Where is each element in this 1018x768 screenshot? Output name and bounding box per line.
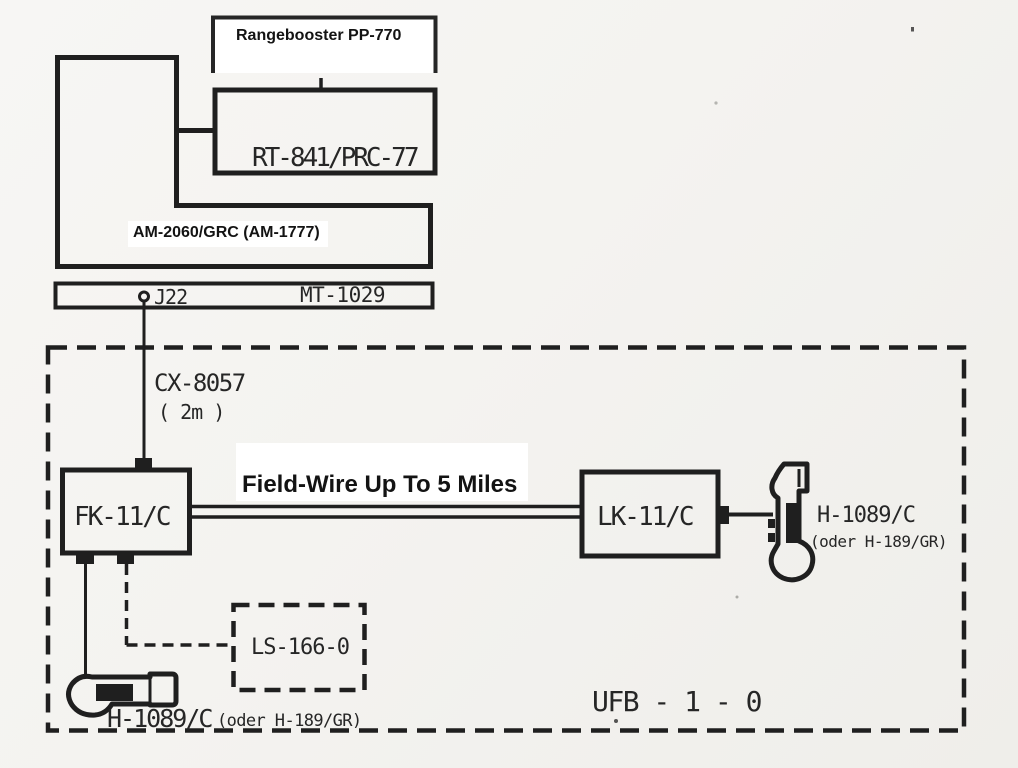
mount-label: MT-1029: [300, 283, 386, 307]
scan-speck: [911, 27, 914, 32]
scan-speck: [614, 719, 618, 723]
amplifier-label: AM-2060/GRC (AM-1777): [128, 221, 328, 247]
field-wire-label: Field-Wire Up To 5 Miles: [242, 471, 518, 498]
fk-top-connector: [135, 458, 152, 470]
right-handset-label: H-1089/C: [817, 503, 916, 528]
fk-bottom-connector-right: [117, 553, 134, 564]
cable-length-label: ( 2m ): [158, 400, 225, 424]
scan-speck: [735, 595, 739, 599]
fk-terminal-label: FK-11/C: [74, 502, 172, 532]
radio-label: RT-841/PRC-77: [252, 143, 419, 173]
field-wire-label-patch: [236, 443, 528, 501]
bottom-handset-ptt-switch: [96, 684, 133, 701]
lk-terminal-label: LK-11/C: [597, 502, 695, 532]
cable-label: CX-8057: [154, 369, 246, 397]
bottom-handset-icon: [66, 671, 179, 718]
lk-right-connector: [716, 506, 729, 524]
right-handset-alt-label: (oder H-189/GR): [810, 532, 948, 551]
amplifier-outline: [55, 55, 433, 269]
mount-outline: [53, 281, 435, 310]
jack-j22-circle: [138, 290, 150, 303]
bottom-handset-alt-label: (oder H-189/GR): [217, 711, 362, 731]
booster-label-box: [211, 15, 438, 73]
speaker-outline: [231, 602, 367, 693]
bottom-handset-label: H-1089/C: [107, 704, 213, 733]
right-handset-tab-upper: [768, 519, 775, 528]
booster-label: Rangebooster PP-770: [236, 27, 402, 44]
ufb-network-boundary: [45, 345, 967, 733]
speaker-label: LS-166-0: [251, 635, 350, 660]
jack-label: J22: [154, 285, 188, 309]
right-handset-ptt-switch: [786, 503, 799, 543]
scan-speck: [714, 101, 718, 105]
right-handset-icon: [768, 461, 816, 583]
fk-bottom-connector-left: [76, 553, 94, 564]
radio-outline: [212, 87, 438, 176]
network-label: UFB - 1 - 0: [592, 685, 762, 718]
right-handset-tab-lower: [768, 533, 775, 542]
